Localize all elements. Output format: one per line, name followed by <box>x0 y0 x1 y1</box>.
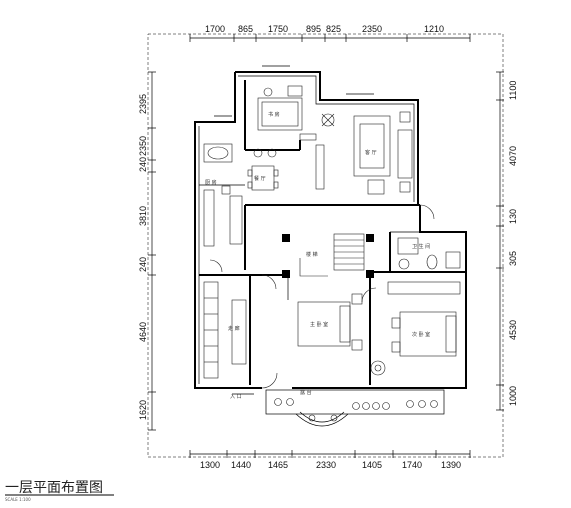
left-dimension-chain: 2395 2350 240 3810 240 4640 1620 <box>138 71 156 431</box>
dim-top-1: 1700 <box>205 24 225 34</box>
dim-bottom-2: 1440 <box>231 460 251 470</box>
dim-right-2: 4070 <box>508 146 518 166</box>
room-label-study: 书 房 <box>268 111 280 118</box>
dim-right-1: 1100 <box>508 81 518 100</box>
dim-left-1: 2395 <box>138 94 148 114</box>
grid-frame <box>147 33 504 458</box>
exterior-walls <box>194 71 467 389</box>
drawing-title: 一层平面布置图 <box>5 480 103 496</box>
room-label-bath: 卫 生 间 <box>412 243 430 250</box>
room-label-terrace: 露 台 <box>300 389 312 396</box>
dim-left-7: 1620 <box>138 400 148 420</box>
dim-right-4: 305 <box>508 251 518 266</box>
bath-furniture <box>397 237 461 270</box>
interior-walls <box>199 80 466 385</box>
dim-top-5: 825 <box>326 24 341 34</box>
dim-left-6: 4640 <box>138 322 148 342</box>
doors <box>209 204 435 389</box>
dining-furniture <box>247 148 279 191</box>
room-label-entry: 入 口 <box>230 394 242 400</box>
room-label-stair: 楼 梯 <box>306 251 318 258</box>
bottom-dimension-chain: 1300 1440 1465 2330 1405 1740 1390 <box>189 450 471 470</box>
right-dimension-chain: 1100 4070 130 305 4530 1000 <box>496 71 518 411</box>
master-bedroom-furniture <box>297 293 386 376</box>
dim-right-6: 1000 <box>508 386 518 406</box>
dim-left-4: 3810 <box>138 206 148 226</box>
room-label-bedroom: 主 卧 室 <box>310 321 328 328</box>
wardrobe <box>203 281 247 379</box>
second-bedroom-furniture <box>387 281 461 357</box>
room-label-dining: 餐 厅 <box>254 175 266 182</box>
dim-top-7: 1210 <box>424 24 444 34</box>
stair <box>299 233 365 277</box>
dim-top-3: 1750 <box>268 24 288 34</box>
terrace <box>265 389 445 427</box>
window-marks <box>214 65 374 395</box>
room-label-living: 客 厅 <box>365 149 377 156</box>
dim-top-4: 895 <box>306 24 321 34</box>
dim-bottom-1: 1300 <box>200 460 220 470</box>
structural-columns <box>282 234 374 278</box>
dim-left-2: 2350 <box>138 136 148 156</box>
dim-left-3: 240 <box>138 157 148 172</box>
dim-bottom-6: 1740 <box>402 460 422 470</box>
kitchen-furniture <box>203 143 243 247</box>
dim-bottom-5: 1405 <box>362 460 382 470</box>
dim-bottom-3: 1465 <box>268 460 288 470</box>
study-furniture <box>257 85 317 141</box>
drawing-subtitle: SCALE 1:100 <box>5 497 31 502</box>
room-label-kitchen: 厨 房 <box>205 179 217 186</box>
top-dimension-chain: 1700 865 1750 895 825 2350 1210 <box>189 24 471 42</box>
dim-bottom-4: 2330 <box>316 460 336 470</box>
dim-left-5: 240 <box>138 257 148 272</box>
dim-top-6: 2350 <box>362 24 382 34</box>
living-furniture <box>315 111 413 195</box>
room-label-hall: 走 廊 <box>228 325 240 332</box>
dim-right-3: 130 <box>508 209 518 224</box>
room-label-bedroom2: 次 卧 室 <box>412 331 430 338</box>
dim-right-5: 4530 <box>508 320 518 340</box>
dim-bottom-7: 1390 <box>441 460 461 470</box>
dim-top-2: 865 <box>238 24 253 34</box>
